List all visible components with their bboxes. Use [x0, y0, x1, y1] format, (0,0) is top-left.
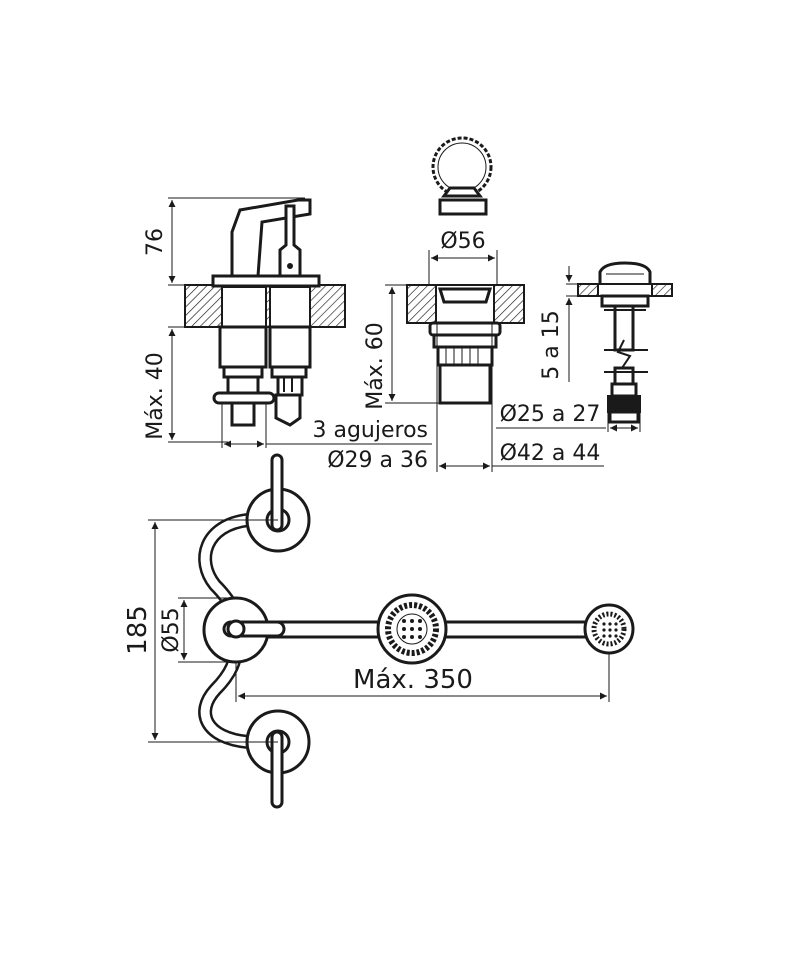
- dim-o56-label: Ø56: [440, 229, 485, 254]
- spout-section-view: Ø56 Máx. 60 Ø42 a 44: [363, 136, 604, 472]
- lever-handle: [230, 198, 312, 278]
- dim-76-label: 76: [143, 228, 168, 256]
- dim-max40-label: Máx. 40: [143, 352, 168, 439]
- dim-max60-label: Máx. 60: [363, 322, 388, 409]
- dim-hole-diameter-label: Ø29 a 36: [327, 448, 428, 473]
- dim-holes-label: 3 agujeros: [312, 418, 428, 443]
- dim-5a15-label: 5 a 15: [539, 310, 564, 379]
- lower-handle-lever: [270, 730, 284, 809]
- upper-handle-lever: [270, 453, 284, 532]
- spout-stem: [278, 204, 302, 278]
- faucet-side-view: 76 Máx. 40 3 agujeros Ø29 a 36: [143, 197, 432, 473]
- dim-o42-label: Ø42 a 44: [500, 441, 601, 466]
- dim-o25-label: Ø25 a 27: [500, 402, 601, 427]
- dim-185-label: 185: [123, 605, 153, 655]
- top-view: 185 Ø55 Máx. 350: [123, 453, 635, 809]
- dim-max350-label: Máx. 350: [353, 665, 473, 695]
- drain-section-view: 5 a 15 Ø25 a 27: [496, 261, 673, 432]
- dim-o55-label: Ø55: [159, 607, 184, 652]
